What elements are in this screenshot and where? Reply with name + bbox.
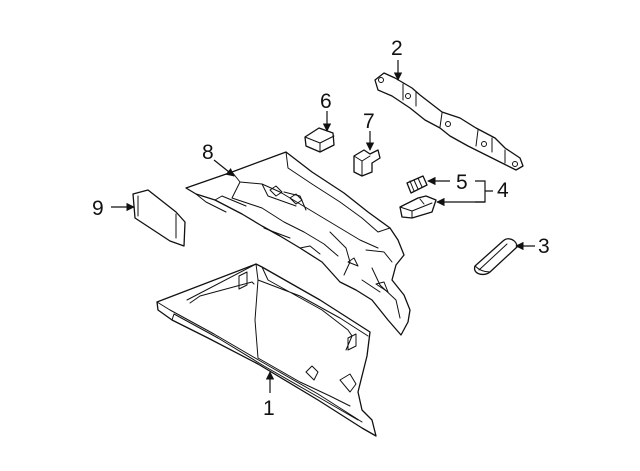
- leader-lines: [111, 60, 535, 393]
- part-7-latch: [353, 149, 381, 177]
- part-8-frame: [185, 151, 411, 336]
- callout-3: 3: [538, 235, 550, 258]
- callout-5: 5: [456, 171, 468, 194]
- leader-8: [213, 159, 235, 177]
- part-2-bracket: [374, 72, 524, 171]
- part-9-panel: [132, 189, 186, 247]
- part-6-clip: [304, 127, 335, 153]
- callout-labels: 1 2 3 4 5 6 7 8 9: [92, 37, 550, 420]
- part-3-damper: [473, 238, 518, 276]
- part-1-bin: [156, 263, 377, 437]
- callout-7: 7: [363, 110, 375, 133]
- callout-6: 6: [320, 90, 332, 113]
- part-4-housing: [399, 195, 437, 219]
- leader-4-bracket: [475, 180, 493, 203]
- callout-4: 4: [497, 179, 509, 202]
- callout-2: 2: [391, 37, 403, 60]
- callout-8: 8: [202, 141, 214, 164]
- callout-9: 9: [92, 197, 104, 220]
- callout-1: 1: [263, 397, 275, 420]
- part-5-spring: [406, 175, 428, 194]
